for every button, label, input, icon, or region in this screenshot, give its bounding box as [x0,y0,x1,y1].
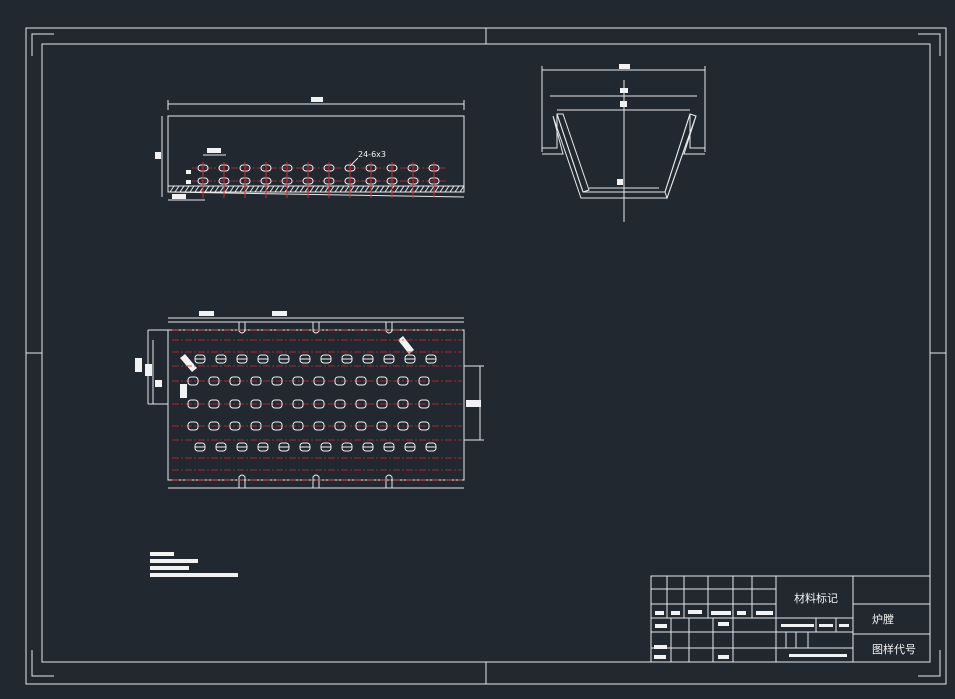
hole [187,421,199,431]
dimension-label [155,152,161,159]
technical-notes [150,552,238,577]
notch [312,322,320,334]
dimension-label [135,358,142,372]
hole [292,421,304,431]
dimension-label [155,380,162,387]
notch [238,474,246,488]
hole [229,376,241,386]
hole [250,376,262,386]
hole [355,376,367,386]
hole [418,421,430,431]
dimension-label [466,400,481,407]
hole [397,421,409,431]
dimension-label [617,179,623,185]
drawing-frame [25,27,947,685]
title-block: 材料标记 炉膛 图样代号 [650,575,931,663]
hole [334,376,346,386]
front-view: 24-6x3 [155,97,465,201]
plan-view [135,311,484,489]
hole [271,421,283,431]
part-name: 炉膛 [872,612,894,626]
material-mark-label: 材料标记 [794,591,838,605]
drawing-number-label: 图样代号 [872,642,916,656]
hole [229,421,241,431]
hole [187,399,199,409]
hole [397,376,409,386]
hole [271,399,283,409]
dimension-label [145,364,152,376]
hole [250,399,262,409]
hole-callout: 24-6x3 [358,150,386,159]
hole [355,421,367,431]
hole [250,421,262,431]
hole [376,399,388,409]
dimension-label [207,148,221,153]
hole [397,399,409,409]
notch [385,322,393,334]
dimension-label [272,311,287,316]
hole [376,376,388,386]
hole [313,376,325,386]
hole [376,421,388,431]
hole [418,376,430,386]
notch [238,322,246,334]
dimension-label [311,97,323,102]
hole [187,376,199,386]
side-section-view [541,64,706,222]
hole [313,399,325,409]
hole [313,421,325,431]
hole [355,399,367,409]
hole [271,376,283,386]
dimension-label [180,384,187,398]
notch [385,474,393,488]
hole [208,421,220,431]
hole [334,399,346,409]
hole [229,399,241,409]
hole [292,399,304,409]
dimension-label [619,64,630,69]
hole [292,376,304,386]
hole [418,399,430,409]
hole [334,421,346,431]
hole [208,376,220,386]
dimension-label [199,311,214,316]
notch [312,474,320,488]
hole [208,399,220,409]
